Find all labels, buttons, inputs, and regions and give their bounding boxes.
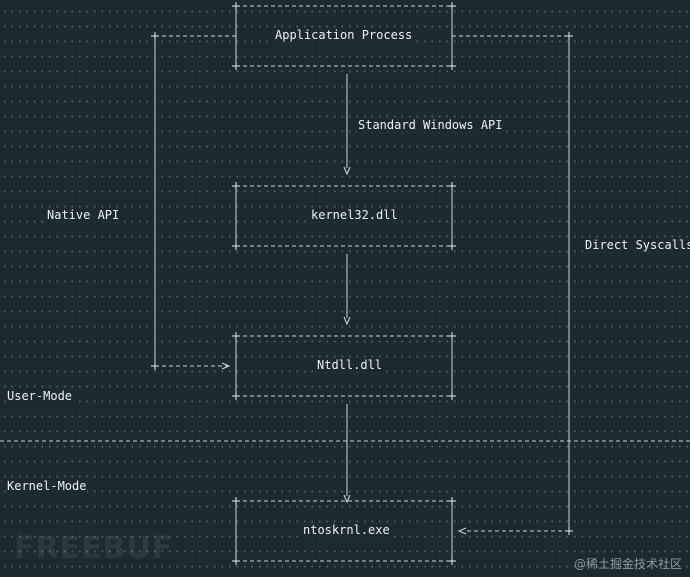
box-kernel32 bbox=[235, 185, 453, 247]
box-ntoskrnl bbox=[235, 500, 453, 562]
path-standard-api bbox=[343, 74, 351, 504]
user-mode-label: User-Mode bbox=[6, 389, 74, 403]
junction-markers bbox=[151, 2, 573, 565]
direct-syscalls-label: Direct Syscalls bbox=[584, 238, 690, 252]
box-ntdll bbox=[235, 335, 453, 397]
application-process-label: Application Process bbox=[274, 28, 414, 42]
freebuf-watermark: FREEBUF bbox=[14, 531, 174, 566]
kernel32-label: kernel32.dll bbox=[310, 208, 399, 222]
path-direct-syscalls bbox=[452, 35, 570, 535]
ntoskrnl-label: ntoskrnl.exe bbox=[302, 523, 391, 537]
source-credit: @稀土掘金技术社区 bbox=[573, 557, 682, 571]
kernel-mode-label: Kernel-Mode bbox=[6, 479, 88, 493]
path-native-api bbox=[154, 35, 236, 370]
standard-api-label: Standard Windows API bbox=[357, 118, 504, 132]
native-api-label: Native API bbox=[46, 208, 121, 222]
ntdll-label: Ntdll.dll bbox=[316, 358, 384, 372]
